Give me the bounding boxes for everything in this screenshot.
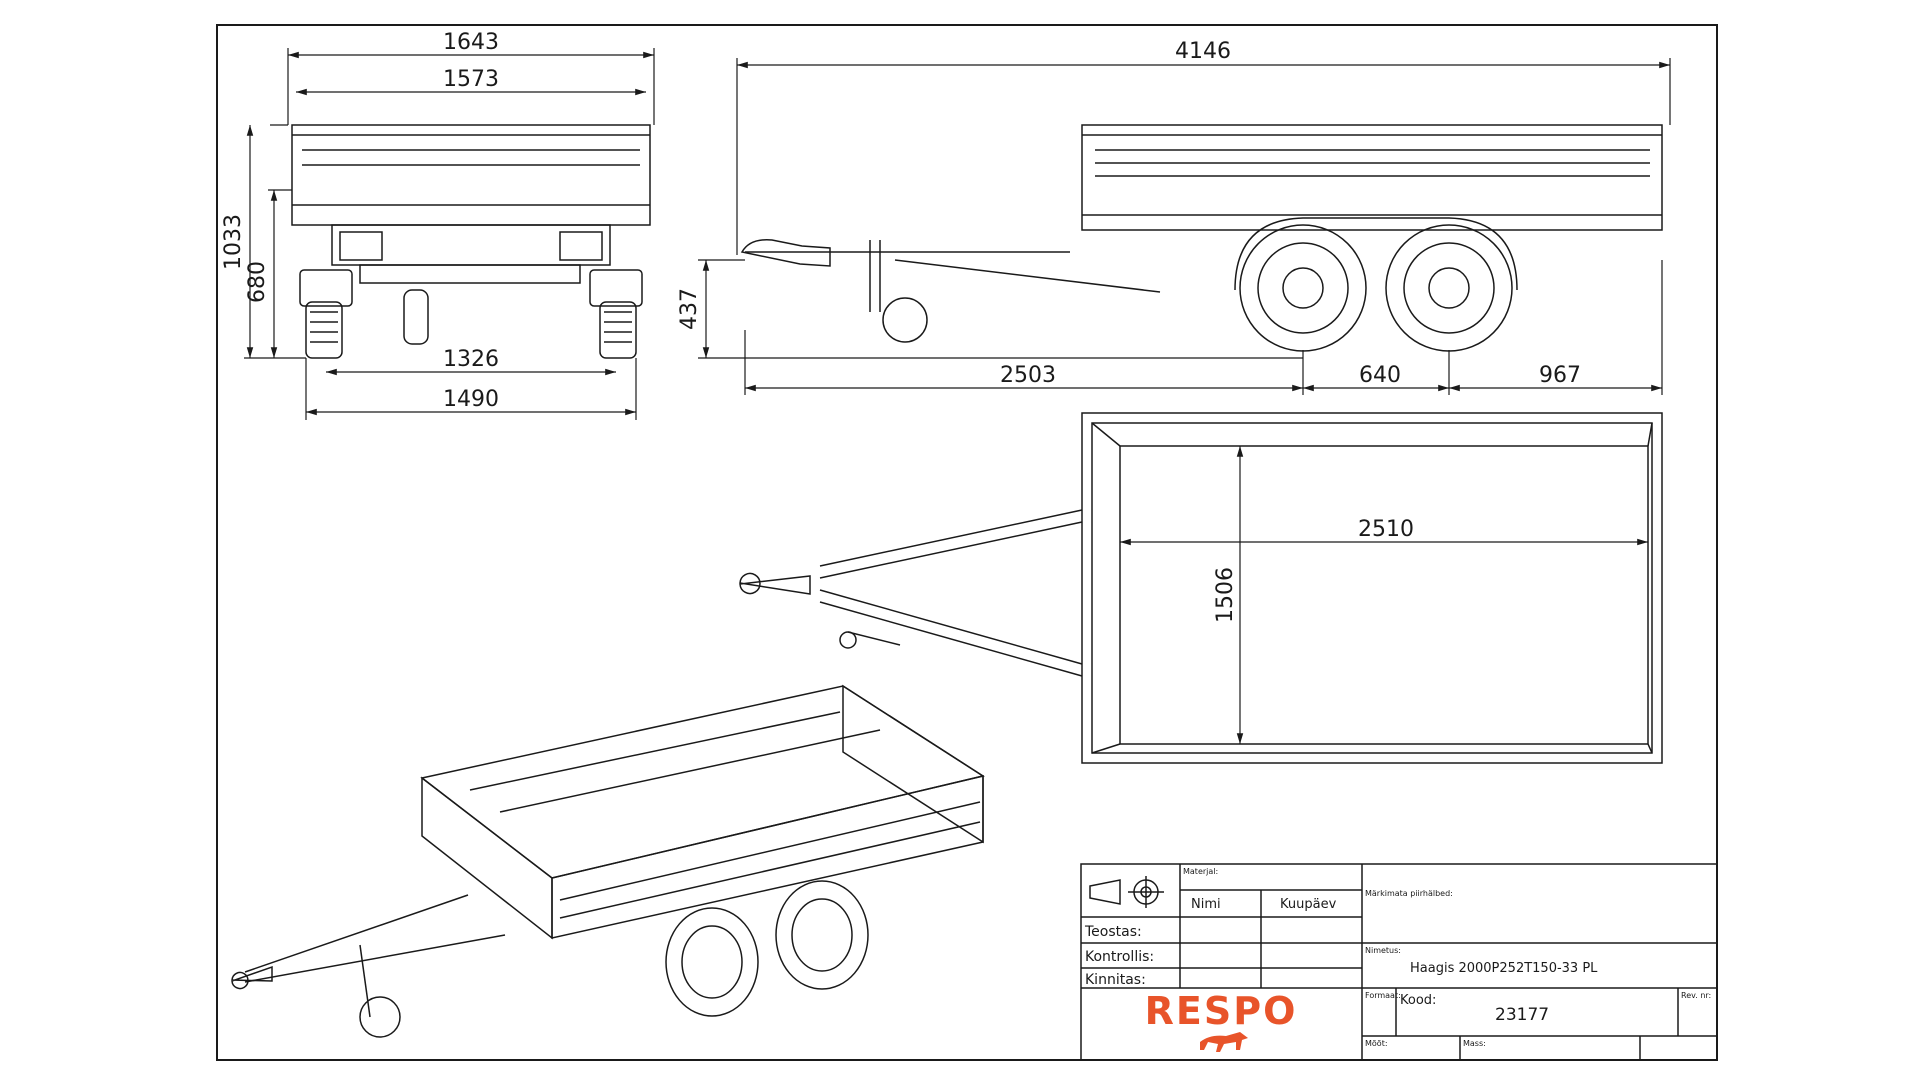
title-block	[1080, 863, 1718, 1061]
drawbar-top-upper	[819, 509, 1083, 567]
rear-jockey-wheel	[403, 289, 429, 345]
dim-rear-body-height: 680	[245, 261, 270, 303]
dim-side-drawbar-height: 437	[677, 288, 702, 330]
hitch-coupling-side	[740, 239, 831, 267]
dim-side-rear-overhang: 967	[1539, 363, 1581, 388]
rear-fender-left	[299, 269, 353, 307]
date-header: Kuupäev	[1280, 897, 1337, 912]
iso-drawbar	[244, 894, 469, 973]
dim-side-overall-length: 4146	[1175, 39, 1231, 64]
checked-label: Kontrollis:	[1085, 949, 1154, 965]
drawing-frame	[216, 24, 1718, 1061]
dim-rear-track-inner: 1326	[443, 347, 499, 372]
side-view	[740, 124, 1663, 352]
iso-jockey-wheel	[359, 996, 401, 1038]
dim-rear-track-outer: 1490	[443, 387, 499, 412]
hitch-coupling-top	[739, 572, 811, 595]
dim-side-hitch-to-axle: 2503	[1000, 363, 1056, 388]
dim-side-axle-spacing: 640	[1359, 363, 1401, 388]
isometric-view	[231, 684, 985, 1038]
rear-view	[291, 124, 651, 359]
product-label: Nimetus:	[1365, 946, 1401, 955]
rear-body-box	[291, 124, 651, 226]
rear-light-right	[559, 231, 603, 261]
approved-label: Kinnitas:	[1085, 972, 1146, 988]
side-body-box	[1081, 124, 1663, 231]
notes-label: Märkimata piirhälbed:	[1365, 889, 1453, 898]
name-header: Nimi	[1191, 897, 1221, 912]
dim-rear-body-width: 1573	[443, 67, 499, 92]
rear-wheel-left	[305, 301, 343, 359]
code-label: Kood:	[1400, 993, 1436, 1008]
dim-rear-total-height: 1033	[221, 214, 246, 270]
projection-symbol-icon	[1089, 879, 1121, 905]
dim-rear-overall-width: 1643	[443, 30, 499, 55]
dim-top-inner-length: 2510	[1358, 517, 1414, 542]
material-label: Materjal:	[1183, 867, 1218, 876]
dim-top-inner-width: 1506	[1213, 567, 1238, 623]
wheel-front-side	[1239, 224, 1367, 352]
designed-label: Teostas:	[1084, 924, 1142, 940]
rear-fender-right	[589, 269, 643, 307]
iso-hitch	[231, 965, 273, 990]
jockey-wheel-side	[882, 297, 928, 343]
rear-dimensions	[244, 48, 655, 420]
wheel-rear-side	[1385, 224, 1513, 352]
top-inner-bed	[1119, 445, 1649, 745]
format-label: Formaat:	[1365, 991, 1401, 1000]
mass-label: Mass:	[1463, 1039, 1486, 1048]
rear-wheel-right	[599, 301, 637, 359]
side-dimensions	[698, 58, 1671, 395]
scale-label: Mõõt:	[1365, 1039, 1388, 1048]
iso-wheel-front	[665, 907, 759, 1017]
rear-light-left	[339, 231, 383, 261]
title-block-frame	[1080, 863, 1718, 1061]
code-value: 23177	[1495, 1005, 1549, 1025]
top-outer-frame	[1081, 412, 1663, 764]
iso-wheel-rear	[775, 880, 869, 990]
horse-icon	[1200, 1032, 1248, 1052]
drawbar-top-lower	[819, 589, 1083, 665]
revision-label: Rev. nr:	[1681, 991, 1711, 1000]
product-name: Haagis 2000P252T150-33 PL	[1410, 961, 1598, 976]
top-dimensions	[1120, 446, 1648, 744]
top-view	[739, 412, 1663, 764]
brand-logo: RESPO	[1145, 989, 1298, 1033]
